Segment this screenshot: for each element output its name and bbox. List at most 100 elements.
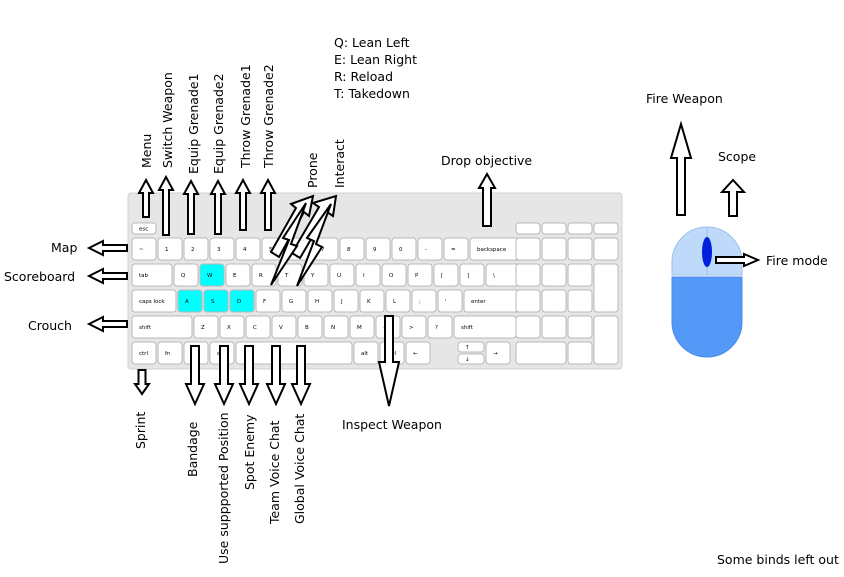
key-q: Q: [173, 263, 199, 287]
key-d: D: [229, 289, 255, 313]
bandage-arrow-icon: [184, 345, 206, 407]
svg-text:P: P: [415, 273, 419, 279]
mouse-wheel: [702, 237, 712, 267]
svg-text:7: 7: [321, 247, 325, 253]
key--: →: [485, 341, 511, 365]
numpad-key: [515, 341, 567, 365]
svg-text:↑: ↑: [465, 344, 470, 351]
crouch-arrow-icon: [86, 315, 128, 333]
svg-text:?: ?: [435, 325, 438, 331]
svg-text:4: 4: [243, 247, 247, 253]
svg-text:F: F: [263, 299, 266, 305]
switch-weapon-arrow-icon: [157, 174, 175, 236]
svg-text:3: 3: [217, 247, 221, 253]
svg-text:[: [: [441, 273, 443, 279]
mouse-bottom: [671, 276, 743, 358]
svg-text:caps lock: caps lock: [139, 299, 165, 305]
numpad-key: [515, 289, 541, 313]
svg-text:K: K: [367, 299, 371, 305]
key--: ←: [405, 341, 431, 365]
key-2: 2: [183, 237, 209, 261]
mouse: [671, 226, 743, 358]
equip-grenade2-arrow-icon: [209, 178, 227, 235]
key-l: L: [385, 289, 411, 313]
key-0: 0: [391, 237, 417, 261]
switch-weapon-label: Switch Weapon: [160, 72, 175, 168]
drop-objective-arrow-icon: [477, 171, 497, 227]
key--: ': [437, 289, 463, 313]
numpad-key: [515, 315, 541, 339]
map-label: Map: [51, 240, 77, 255]
use-supported-position-label: Use suppported Position: [216, 412, 231, 564]
key-4: 4: [235, 237, 261, 261]
numpad-key: [541, 237, 567, 261]
numpad-key: [567, 237, 593, 261]
footnote: Some binds left out: [717, 552, 839, 567]
numpad: [515, 222, 619, 365]
fire-mode-arrow-icon: [715, 252, 761, 268]
numpad-key: [515, 237, 541, 261]
interact-label: Interact: [332, 139, 347, 188]
key-h: H: [307, 289, 333, 313]
svg-text:Q: Q: [181, 273, 186, 279]
numpad-key: [515, 222, 541, 235]
legend-item: Q: Lean Left: [334, 35, 410, 50]
global-voice-chat-label: Global Voice Chat: [292, 414, 307, 524]
svg-text:J: J: [340, 299, 343, 305]
key-3: 3: [209, 237, 235, 261]
svg-text:8: 8: [347, 247, 351, 253]
svg-text:I: I: [363, 273, 365, 279]
svg-text:Z: Z: [201, 325, 205, 331]
key-esc: esc: [131, 222, 157, 235]
scoreboard-label: Scoreboard: [4, 269, 75, 284]
key-x: X: [219, 315, 245, 339]
svg-text:M: M: [357, 325, 362, 331]
key-e: E: [225, 263, 251, 287]
arrows: [86, 120, 761, 407]
use-supported-position-arrow-icon: [213, 345, 235, 407]
svg-text:\: \: [493, 273, 495, 279]
svg-text:2: 2: [191, 247, 195, 253]
svg-text:1: 1: [165, 247, 169, 253]
fire-mode-label: Fire mode: [766, 253, 828, 268]
fire-weapon-arrow-icon: [669, 120, 693, 216]
team-voice-chat-arrow-icon: [265, 345, 287, 407]
key-j: J: [333, 289, 359, 313]
key-shift: shift: [131, 315, 193, 339]
key--: >: [401, 315, 427, 339]
key-legend: Q: Lean Left E: Lean Right R: Reload T: …: [334, 34, 417, 102]
key-p: P: [407, 263, 433, 287]
scoreboard-arrow-icon: [86, 267, 128, 285]
svg-text:shift: shift: [461, 325, 474, 331]
key-r: R: [251, 263, 277, 287]
key-space: [235, 341, 353, 365]
prone-label: Prone: [305, 152, 320, 188]
key-u: U: [329, 263, 355, 287]
sprint-arrow-icon: [133, 369, 151, 396]
key-caps-lock: caps lock: [131, 289, 177, 313]
key-alt: alt: [353, 341, 379, 365]
key-shift: shift: [453, 315, 517, 339]
throw-grenade2-label: Throw Grenade2: [261, 64, 276, 169]
svg-text:ctrl: ctrl: [139, 351, 148, 357]
equip-grenade1-arrow-icon: [182, 178, 200, 235]
prone-arrowhead-icon: [270, 202, 307, 286]
key--: ↑: [457, 341, 485, 353]
scope-label: Scope: [718, 149, 756, 164]
drop-objective-label: Drop objective: [441, 153, 532, 168]
svg-text:~: ~: [139, 247, 144, 253]
svg-text:backspace: backspace: [477, 247, 507, 253]
svg-text:0: 0: [399, 247, 403, 253]
key-fn: fn: [157, 341, 183, 365]
svg-text:G: G: [289, 299, 293, 305]
svg-text:R: R: [259, 273, 263, 279]
svg-text:C: C: [253, 325, 257, 331]
svg-text:O: O: [389, 273, 394, 279]
numpad-key: [593, 222, 619, 235]
numpad-key: [567, 263, 593, 287]
key-8: 8: [339, 237, 365, 261]
key--: -: [417, 237, 443, 261]
equip-grenade2-label: Equip Grenade2: [211, 73, 226, 174]
key-tab: tab: [131, 263, 173, 287]
numpad-key: [593, 263, 619, 313]
